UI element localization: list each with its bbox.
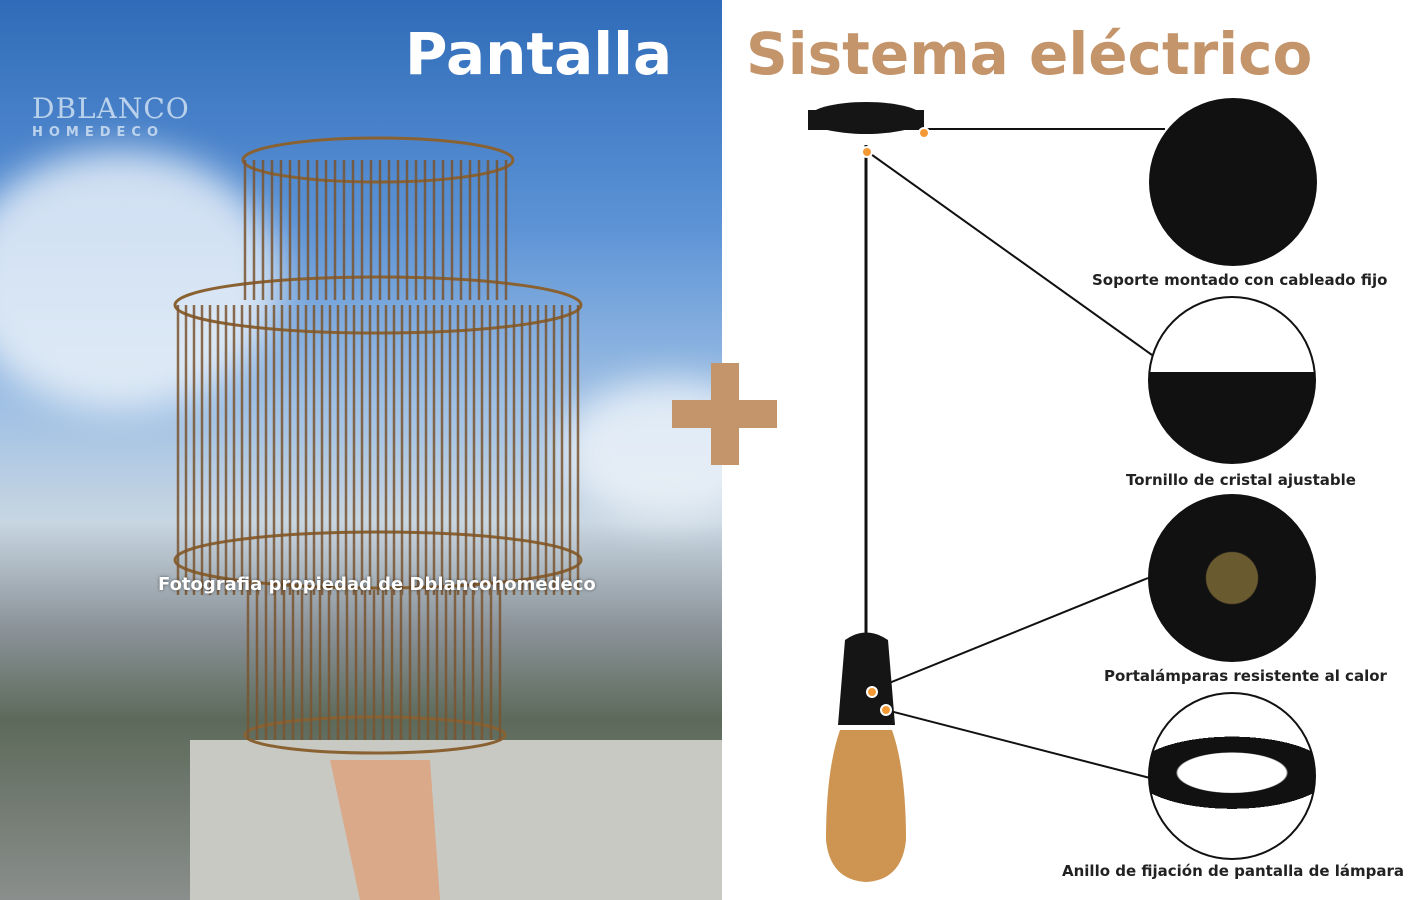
watermark-logo: DBLANCO HOMEDECO [10, 92, 190, 140]
callout-image-screw [1148, 296, 1316, 464]
callout-label-socket: Portalámparas resistente al calor [1104, 667, 1387, 685]
lampshade-photo: DBLANCO HOMEDECO Fotografia propiedad de… [0, 0, 722, 900]
photo-caption: Fotografia propiedad de Dblancohomedeco [158, 574, 596, 595]
callout-label-screw: Tornillo de cristal ajustable [1126, 471, 1356, 489]
plus-icon [672, 363, 777, 465]
edison-bulb [826, 730, 906, 882]
callout-image-socket [1148, 494, 1316, 662]
callout-image-mount [1149, 98, 1317, 266]
logo-line2: HOMEDECO [32, 125, 165, 140]
title-sistema-electrico: Sistema eléctrico [746, 20, 1313, 88]
callout-label-ring: Anillo de fijación de pantalla de lámpar… [1062, 862, 1404, 880]
callout-label-mount: Soporte montado con cableado fijo [1092, 271, 1388, 289]
rattan-lampshade [173, 136, 722, 900]
callout-image-ring [1148, 692, 1316, 860]
ceiling-canopy [808, 102, 924, 134]
logo-line1: DBLANCO [32, 92, 190, 125]
title-pantalla: Pantalla [405, 20, 673, 88]
